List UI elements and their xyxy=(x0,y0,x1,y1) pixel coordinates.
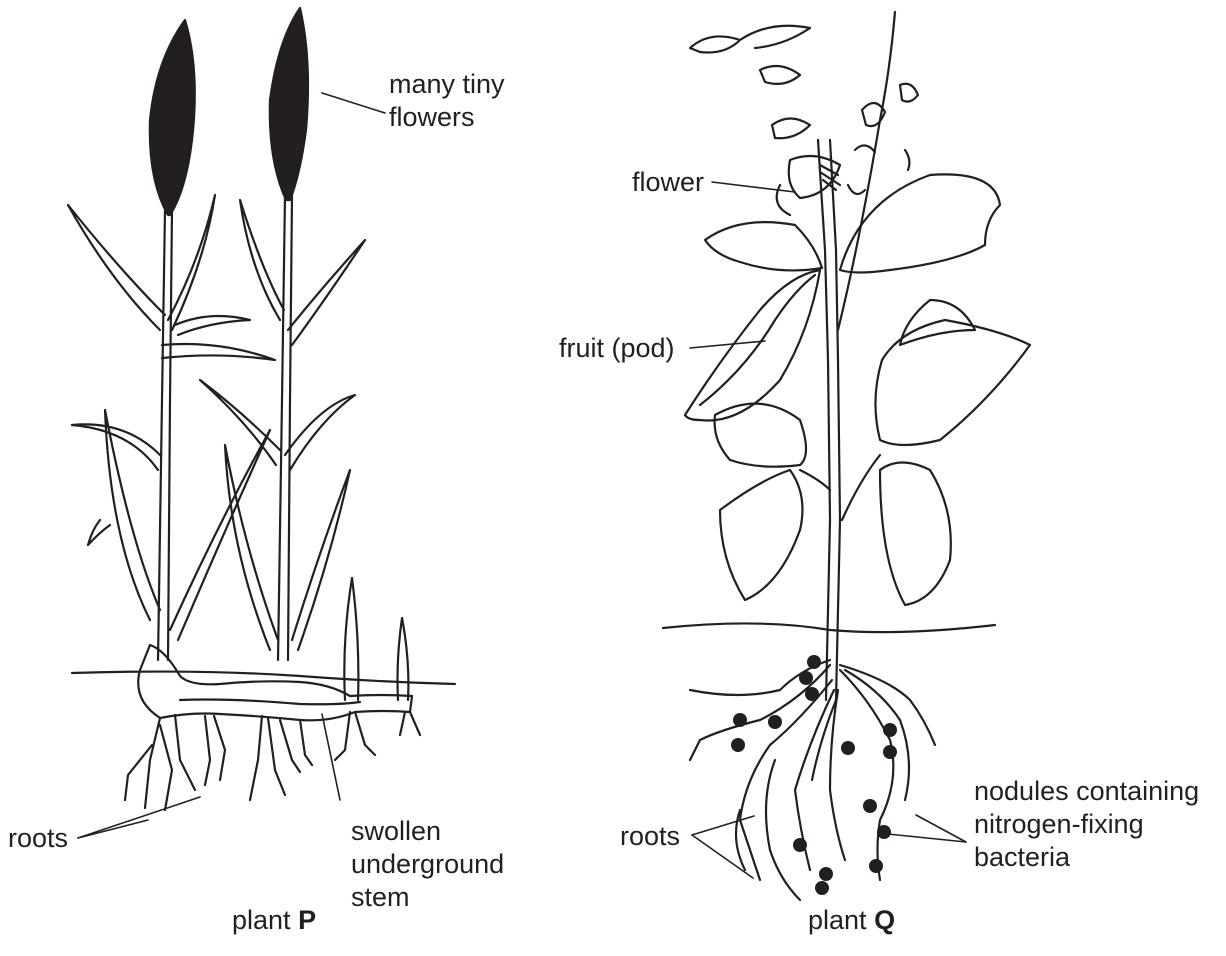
label-line: stem xyxy=(351,881,504,914)
plant-p-flower-spike-left xyxy=(150,20,195,215)
plant-q-pod xyxy=(685,270,820,421)
caption-plant-p: plant P xyxy=(232,904,316,937)
plant-p-stalk-left xyxy=(158,210,165,660)
label-line: many tiny xyxy=(389,68,505,101)
leader-fruit xyxy=(690,341,765,348)
caption-prefix: plant xyxy=(232,905,291,935)
label-line: bacteria xyxy=(974,841,1199,874)
label-fruit-pod: fruit (pod) xyxy=(559,332,675,365)
label-line: swollen xyxy=(351,815,504,848)
plant-q-drawing xyxy=(663,12,1030,900)
label-line: underground xyxy=(351,848,504,881)
caption-plant-q: plant Q xyxy=(808,904,895,937)
plant-q-ground-line xyxy=(663,623,995,632)
label-roots-q: roots xyxy=(620,820,680,853)
label-line: flowers xyxy=(389,101,505,134)
leader-roots-q-2 xyxy=(692,835,753,878)
leader-flower-q xyxy=(712,182,795,192)
label-many-tiny-flowers: many tiny flowers xyxy=(389,68,505,134)
plant-q-lower-leaves xyxy=(715,404,951,605)
plant-p-leaves-right xyxy=(200,200,408,700)
label-nodules: nodules containing nitrogen-fixing bacte… xyxy=(974,775,1199,874)
label-line: nodules containing xyxy=(974,775,1199,808)
plant-p-flower-spike-right xyxy=(270,8,308,200)
caption-letter: P xyxy=(298,905,316,935)
caption-letter: Q xyxy=(874,905,895,935)
leader-roots-p-2 xyxy=(78,797,200,838)
plant-p-roots xyxy=(125,712,420,810)
plant-q-flowers xyxy=(690,26,918,215)
plant-p-stalk-right xyxy=(278,195,285,660)
swollen-underground-stem xyxy=(138,645,412,720)
leader-flowers xyxy=(322,93,385,113)
caption-prefix: plant xyxy=(808,905,867,935)
label-roots-p: roots xyxy=(8,822,68,855)
plant-q-stem xyxy=(818,140,840,700)
label-line: nitrogen-fixing xyxy=(974,808,1199,841)
label-swollen-underground-stem: swollen underground stem xyxy=(351,815,504,914)
label-flower: flower xyxy=(632,166,704,199)
